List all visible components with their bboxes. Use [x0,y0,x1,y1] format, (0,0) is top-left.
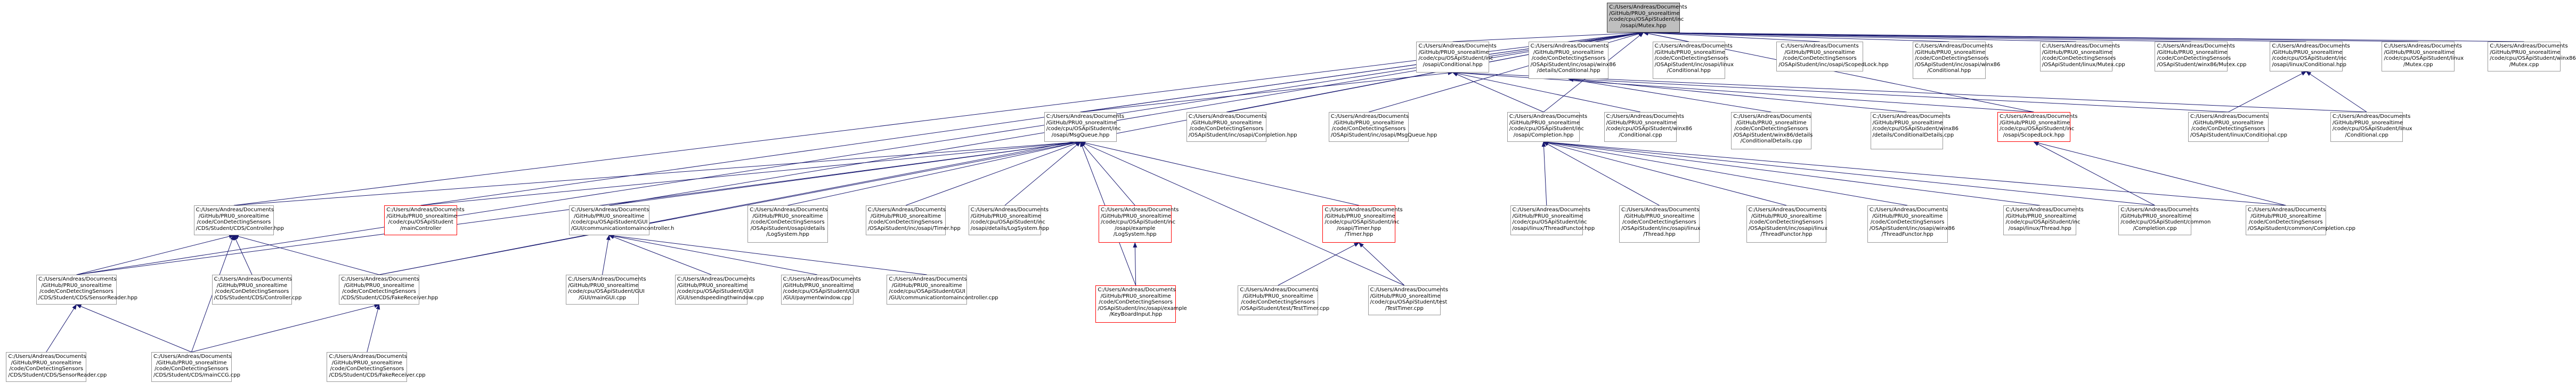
graph-node-n30: C:/Users/Andreas/Documents /GitHub/PRU0_… [1619,205,1701,243]
graph-edge-33 [787,140,1082,206]
graph-edge-5 [1643,30,2076,42]
graph-edge-56 [608,235,712,275]
graph-edge-47 [1543,140,2155,206]
graph-node-n20: C:/Users/Andreas/Documents /GitHub/PRU0_… [2330,112,2412,142]
graph-node-n24: C:/Users/Andreas/Documents /GitHub/PRU0_… [747,205,828,243]
graph-edge-61 [1358,242,1405,286]
graph-node-n36: C:/Users/Andreas/Documents /GitHub/PRU0_… [36,275,137,305]
graph-edge-26 [1568,77,1907,113]
graph-node-n19: C:/Users/Andreas/Documents /GitHub/PRU0_… [2188,112,2287,142]
graph-node-n12: C:/Users/Andreas/Documents /GitHub/PRU0_… [1186,112,1297,142]
graph-node-n21: C:/Users/Andreas/Documents /GitHub/PRU0_… [193,205,284,235]
graph-edge-4 [1643,30,1949,42]
graph-node-n33: C:/Users/Andreas/Documents /GitHub/PRU0_… [2003,205,2084,235]
graph-edge-21 [1452,72,1544,113]
graph-node-n27: C:/Users/Andreas/Documents /GitHub/PRU0_… [1098,205,1179,243]
graph-edge-52 [233,235,253,275]
graph-node-n15: C:/Users/Andreas/Documents /GitHub/PRU0_… [1604,112,1692,142]
graph-node-n28: C:/Users/Andreas/Documents /GitHub/PRU0_… [1322,205,1403,243]
graph-edge-0 [1452,30,1644,42]
graph-node-n3: C:/Users/Andreas/Documents /GitHub/PRU0_… [1652,42,1734,79]
graph-node-n46: C:/Users/Andreas/Documents /GitHub/PRU0_… [6,352,107,382]
graph-node-n16: C:/Users/Andreas/Documents /GitHub/PRU0_… [1731,112,1813,149]
graph-node-n10: C:/Users/Andreas/Documents /GitHub/PRU0_… [2488,42,2576,71]
graph-node-n37: C:/Users/Andreas/Documents /GitHub/PRU0_… [212,275,302,305]
graph-node-n40: C:/Users/Andreas/Documents /GitHub/PRU0_… [675,275,764,305]
graph-node-n0: C:/Users/Andreas/Documents /GitHub/PRU0_… [1607,3,1687,33]
graph-node-n4: C:/Users/Andreas/Documents /GitHub/PRU0_… [1776,42,1889,71]
graph-edge-39 [379,140,1082,275]
graph-node-n32: C:/Users/Andreas/Documents /GitHub/PRU0_… [1867,205,1955,243]
graph-node-n8: C:/Users/Andreas/Documents /GitHub/PRU0_… [2270,42,2350,71]
graph-node-n26: C:/Users/Andreas/Documents /GitHub/PRU0_… [968,205,1049,235]
graph-edge-53 [233,234,379,275]
graph-edge-63 [76,304,192,353]
graph-edge-35 [1004,141,1081,206]
graph-edge-18 [76,31,1644,275]
graph-node-n25: C:/Users/Andreas/Documents /GitHub/PRU0_… [865,205,961,235]
graph-node-n45: C:/Users/Andreas/Documents /GitHub/PRU0_… [1368,285,1448,315]
graph-node-n38: C:/Users/Andreas/Documents /GitHub/PRU0_… [339,275,438,305]
graph-edge-37 [1080,141,1359,206]
graph-node-n41: C:/Users/Andreas/Documents /GitHub/PRU0_… [781,275,861,305]
graph-edge-22 [1452,71,1641,113]
graph-edge-60 [1278,242,1360,286]
graph-edge-15 [233,31,1644,206]
graph-node-n1: C:/Users/Andreas/Documents /GitHub/PRU0_… [1416,42,1497,73]
graph-node-n22: C:/Users/Andreas/Documents /GitHub/PRU0_… [384,205,465,235]
graph-node-n47: C:/Users/Andreas/Documents /GitHub/PRU0_… [151,352,240,382]
graph-edge-36 [1080,141,1135,206]
graph-edge-45 [1543,140,1908,206]
graph-edge-62 [46,304,77,353]
graph-edge-27 [1567,77,2229,113]
graph-edge-49 [2033,141,2155,206]
graph-edge-30 [233,140,1082,206]
graph-edge-28 [2228,71,2307,113]
graph-edge-31 [420,140,1082,206]
graph-node-n11: C:/Users/Andreas/Documents /GitHub/PRU0_… [1044,112,1124,142]
graph-edge-44 [1543,141,1787,206]
graph-edge-50 [2033,141,2286,206]
graph-edge-55 [602,235,611,275]
graph-edge-42 [1541,141,1547,206]
graph-edge-9 [1643,30,2524,42]
graph-edge-48 [1543,140,2286,206]
graph-node-n18: C:/Users/Andreas/Documents /GitHub/PRU0_… [1997,112,2077,142]
graph-edge-34 [905,141,1081,206]
graph-edge-64 [191,304,380,353]
graph-node-n5: C:/Users/Andreas/Documents /GitHub/PRU0_… [1913,42,2000,79]
graph-node-n31: C:/Users/Andreas/Documents /GitHub/PRU0_… [1746,205,1827,243]
graph-node-n6: C:/Users/Andreas/Documents /GitHub/PRU0_… [2039,42,2125,71]
graph-node-n35: C:/Users/Andreas/Documents /GitHub/PRU0_… [2245,205,2355,235]
graph-edge-57 [608,234,817,275]
graph-edge-23 [1452,70,2034,113]
graph-node-n34: C:/Users/Andreas/Documents /GitHub/PRU0_… [2118,205,2211,235]
graph-node-n48: C:/Users/Andreas/Documents /GitHub/PRU0_… [327,352,426,382]
graph-edge-43 [1543,141,1660,206]
graph-node-n44: C:/Users/Andreas/Documents /GitHub/PRU0_… [1238,285,1329,315]
graph-node-n2: C:/Users/Andreas/Documents /GitHub/PRU0_… [1528,42,1616,79]
graph-edge-41 [1080,141,1405,286]
graph-edge-65 [367,304,380,353]
graph-edge-25 [1568,77,1771,113]
graph-edge-51 [76,234,234,275]
graph-node-n7: C:/Users/Andreas/Documents /GitHub/PRU0_… [2155,42,2246,71]
graph-node-n17: C:/Users/Andreas/Documents /GitHub/PRU0_… [1870,112,1959,149]
graph-edge-20 [1080,70,1453,113]
graph-edge-3 [1643,30,1820,42]
graph-node-n42: C:/Users/Andreas/Documents /GitHub/PRU0_… [887,275,998,305]
graph-edge-24 [1452,70,2367,113]
graph-node-n14: C:/Users/Andreas/Documents /GitHub/PRU0_… [1507,112,1587,142]
graph-node-n29: C:/Users/Andreas/Documents /GitHub/PRU0_… [1510,205,1595,235]
graph-node-n9: C:/Users/Andreas/Documents /GitHub/PRU0_… [2382,42,2464,71]
graph-edge-58 [608,234,927,275]
graph-edge-29 [2305,71,2367,113]
graph-edge-46 [1543,140,2040,206]
graph-node-n13: C:/Users/Andreas/Documents /GitHub/PRU0_… [1328,112,1437,142]
graph-node-n39: C:/Users/Andreas/Documents /GitHub/PRU0_… [566,275,646,305]
graph-node-n43: C:/Users/Andreas/Documents /GitHub/PRU0_… [1095,285,1187,323]
graph-node-n23: C:/Users/Andreas/Documents /GitHub/PRU0_… [568,205,674,235]
